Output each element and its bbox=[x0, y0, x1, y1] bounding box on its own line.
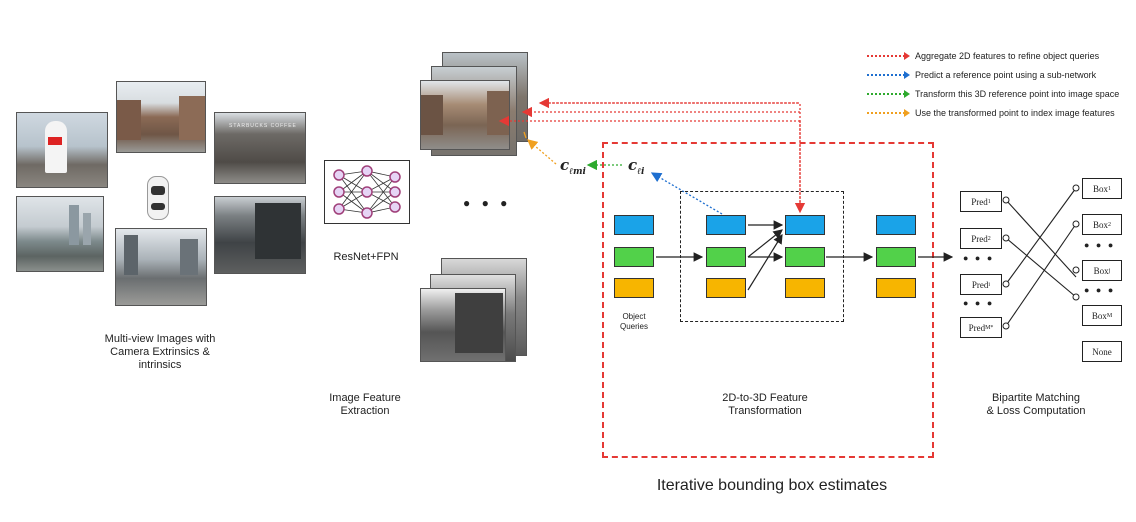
red-aggregate-arrows bbox=[498, 97, 806, 214]
inner-feature-green-out bbox=[785, 247, 825, 267]
legend-item-transform: Transform this 3D reference point into i… bbox=[867, 87, 1119, 101]
c-lmi-label: cℓmi bbox=[560, 156, 586, 177]
gt-dots-lower: ● ● ● bbox=[1084, 285, 1116, 295]
output-feature-blue bbox=[876, 215, 916, 235]
legend-item-aggregate: Aggregate 2D features to refine object q… bbox=[867, 49, 1099, 63]
camera-image-front bbox=[116, 81, 206, 153]
inner-feature-green-in bbox=[706, 247, 746, 267]
inner-feature-yellow-in bbox=[706, 278, 746, 298]
output-feature-yellow bbox=[876, 278, 916, 298]
iterative-caption: Iterative bounding box estimates bbox=[656, 477, 888, 494]
multiview-caption: Multi-view Images with Camera Extrinsics… bbox=[104, 333, 216, 371]
camera-image-back-right bbox=[214, 196, 306, 274]
camera-image-front-right: STARBUCKS COFFEE bbox=[214, 112, 306, 184]
query-feature-blue bbox=[614, 215, 654, 235]
feature-extraction-caption: Image Feature Extraction bbox=[329, 392, 401, 417]
matching-lines bbox=[1005, 187, 1077, 327]
camera-image-front-left bbox=[16, 112, 108, 188]
object-queries-caption: Object Queries bbox=[619, 312, 648, 331]
ego-car-icon bbox=[147, 176, 169, 220]
c-li-label: cℓi bbox=[628, 156, 645, 177]
feature-ellipsis: ● ● ● bbox=[463, 196, 512, 210]
camera-image-back bbox=[115, 228, 207, 306]
feature-map-top-front bbox=[420, 80, 510, 150]
camera-image-back-left bbox=[16, 196, 104, 272]
inner-feature-blue-out bbox=[785, 215, 825, 235]
pred-dots-upper: ● ● ● bbox=[963, 253, 995, 263]
gt-dots-upper: ● ● ● bbox=[1084, 240, 1116, 250]
inner-feature-blue-in bbox=[706, 215, 746, 235]
feature-map-bottom-front bbox=[420, 288, 506, 362]
pred-dots-lower: ● ● ● bbox=[963, 298, 995, 308]
query-feature-yellow bbox=[614, 278, 654, 298]
orange-index-arrow bbox=[527, 139, 557, 165]
inner-feature-yellow-out bbox=[785, 278, 825, 298]
output-feature-green bbox=[876, 247, 916, 267]
iterative-box-frame bbox=[602, 142, 934, 458]
bipartite-caption: Bipartite Matching & Loss Computation bbox=[986, 392, 1086, 417]
query-feature-green bbox=[614, 247, 654, 267]
resnet-caption: ResNet+FPN bbox=[333, 251, 399, 263]
gt-box-none: None bbox=[1082, 341, 1122, 362]
neural-network-icon bbox=[324, 160, 410, 224]
transform-caption: 2D-to-3D Feature Transformation bbox=[722, 392, 808, 417]
legend-item-predict: Predict a reference point using a sub-ne… bbox=[867, 68, 1096, 82]
blue-predict-arrow bbox=[650, 172, 723, 215]
legend-item-index: Use the transformed point to index image… bbox=[867, 106, 1115, 120]
